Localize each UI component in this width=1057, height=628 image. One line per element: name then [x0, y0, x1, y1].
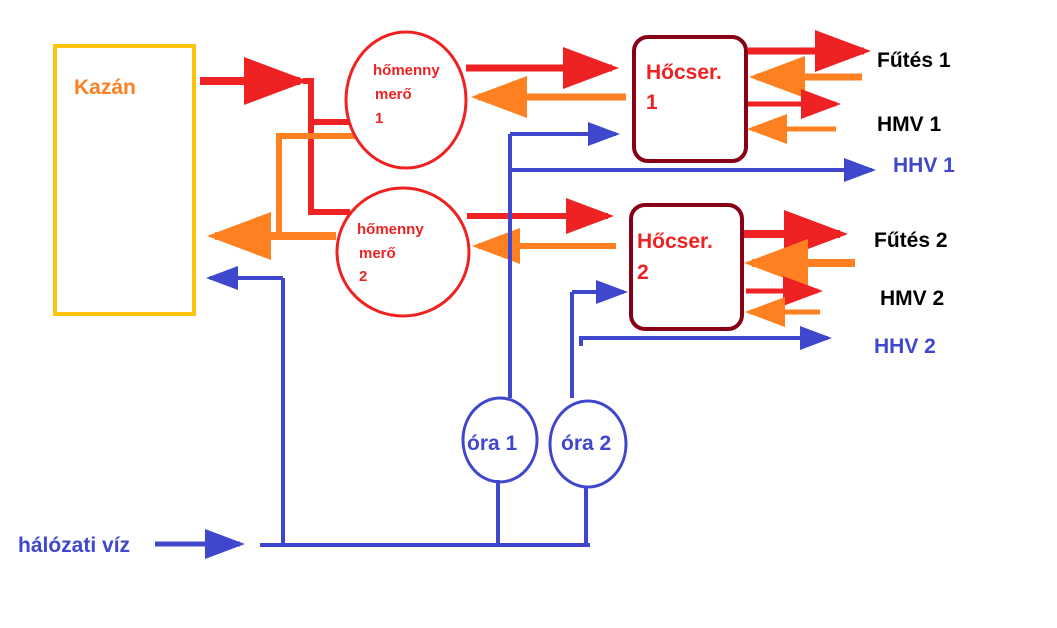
- heat-exchanger-1: [632, 35, 748, 163]
- heat-exchanger-1-line2: 1: [646, 91, 658, 114]
- water-meter-1: [461, 396, 539, 484]
- heat-meter-2: [335, 186, 471, 318]
- heat-meter-1-line2: merő: [375, 86, 412, 103]
- heat-exchanger-1-line1: Hőcser.: [646, 61, 722, 84]
- hmv-1-label: HMV 1: [877, 113, 942, 136]
- return-from-meter-1-pipe: [276, 133, 355, 236]
- heat-exchanger-2-line1: Hőcser.: [637, 230, 713, 253]
- heat-meter-1: [344, 30, 468, 170]
- water-meter-1-label: óra 1: [467, 432, 518, 455]
- heat-meter-2-line3: 2: [359, 268, 367, 285]
- futes-1-label: Fűtés 1: [877, 49, 951, 72]
- heat-exchanger-2-line2: 2: [637, 261, 649, 284]
- heat-meter-2-line2: merő: [359, 245, 396, 262]
- hhv-2-label: HHV 2: [874, 335, 936, 358]
- heat-meter-2-line1: hőmenny: [357, 221, 424, 238]
- boiler-box: [53, 44, 196, 316]
- heat-meter-1-line3: 1: [375, 110, 383, 127]
- exchanger-2-hhv-pipe: [579, 336, 810, 346]
- water-meter-2: [548, 399, 628, 489]
- heat-meter-1-line1: hőmenny: [373, 62, 440, 79]
- supply-branch-pipe: [303, 78, 350, 215]
- heat-exchanger-2: [629, 203, 744, 331]
- water-meter-2-label: óra 2: [561, 432, 611, 455]
- hmv-2-label: HMV 2: [880, 287, 944, 310]
- futes-2-label: Fűtés 2: [874, 229, 948, 252]
- boiler-label: Kazán: [74, 76, 136, 99]
- mains-water-label: hálózati víz: [18, 534, 130, 557]
- hhv-1-label: HHV 1: [893, 154, 955, 177]
